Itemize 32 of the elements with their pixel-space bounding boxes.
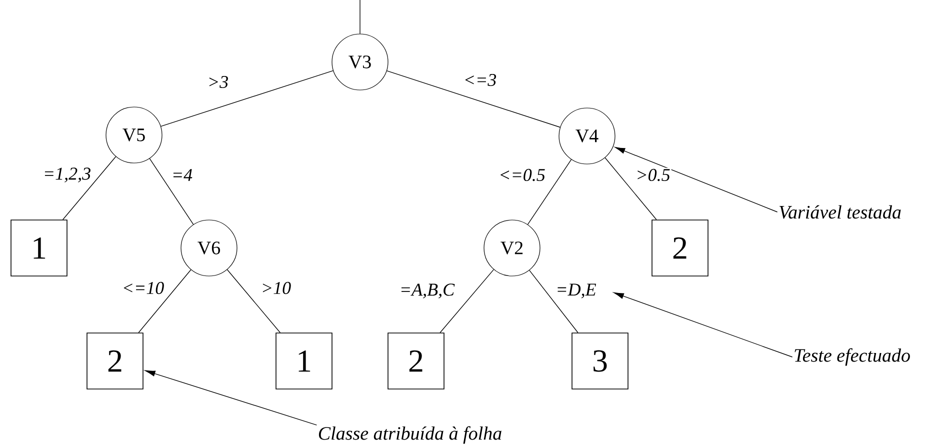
edge-label: =1,2,3 [42,166,92,184]
edge-label: >10 [260,280,292,296]
edge-label: >3 [206,74,230,90]
edge-label: =A,B,C [398,282,456,300]
edge-label: <=3 [462,72,498,88]
branch-line [386,70,560,128]
leader-arrow [614,292,793,358]
edge-label: <=10 [120,280,166,296]
edge-label: =4 [170,168,194,182]
branch-line [529,270,578,333]
edge-label: =D,E [554,282,598,300]
leaf-box: 3 [572,332,628,390]
leaf-box: 1 [276,332,332,390]
leader-arrow [614,146,778,212]
branch-line [62,156,116,220]
branch-line [226,269,281,333]
leaf-box: 2 [388,332,444,390]
annotation-text: Variável testada [780,205,901,219]
branch-line [604,157,657,220]
leaf-box: 2 [86,332,144,390]
branch-line [138,269,192,333]
edge-label: >0.5 [634,168,672,182]
leaf-box: 2 [652,220,708,276]
branch-line [160,70,334,127]
branch-line [149,158,194,225]
annotation-text: Classe atribuída à folha [318,426,502,444]
annotation-text: Teste efectuado [794,348,910,366]
leader-arrow [145,370,318,426]
leaf-box: 1 [10,220,68,276]
branch-line [440,269,494,333]
branch-line [527,159,572,225]
edge-label: <=0.5 [498,168,546,182]
